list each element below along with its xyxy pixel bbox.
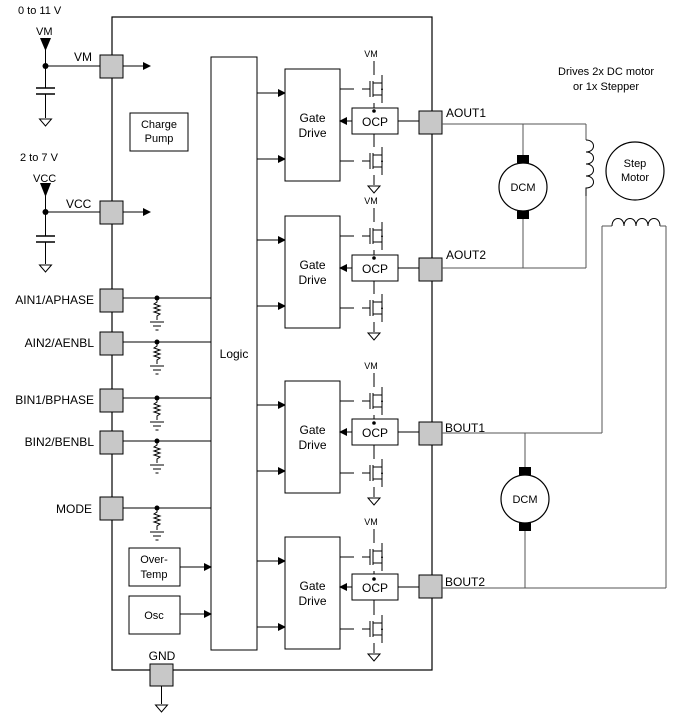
- ocp-block: [351, 573, 399, 601]
- pin-gnd: [149, 663, 174, 687]
- logic-block: [210, 56, 258, 651]
- pin-bout2: [418, 574, 443, 599]
- fet-vm-label: VM: [364, 517, 378, 527]
- pin-bout1-label: BOUT1: [445, 421, 485, 435]
- step-motor-label-2: Motor: [621, 172, 649, 184]
- gate-drive-label-1: Gate: [299, 423, 325, 437]
- stepper-coil-b-icon: [611, 218, 661, 227]
- pin-aout2-label: AOUT2: [446, 248, 486, 262]
- logic-label: Logic: [220, 347, 249, 361]
- gate-drive-block: [284, 68, 341, 182]
- pin-bin1-label: BIN1/BPHASE: [15, 393, 94, 407]
- pin-bout1: [418, 421, 443, 446]
- osc-label: Osc: [144, 610, 164, 622]
- ocp-label: OCP: [362, 115, 388, 129]
- ocp-label: OCP: [362, 426, 388, 440]
- osc-block: [128, 595, 181, 635]
- vcc-supply-arrow-icon: [40, 183, 51, 197]
- loads-caption-1: Drives 2x DC motor: [558, 66, 654, 78]
- vm-range-label: 0 to 11 V: [18, 5, 62, 17]
- gate-drive-label-2: Drive: [298, 594, 326, 608]
- gate-drive-block: [284, 215, 341, 329]
- vcc-ground-icon: [39, 264, 52, 273]
- pin-gnd-label: GND: [149, 649, 176, 663]
- pin-aout1-label: AOUT1: [446, 106, 486, 120]
- pin-ain2-label: AIN2/AENBL: [25, 336, 95, 350]
- over-temp-label-2: Temp: [141, 569, 168, 581]
- dcm-a-label: DCM: [510, 182, 535, 194]
- gate-drive-label-1: Gate: [299, 258, 325, 272]
- dc-motor-b-icon: [500, 467, 550, 531]
- ocp-label: OCP: [362, 581, 388, 595]
- vm-supply-arrow-icon: [40, 38, 51, 51]
- over-temp-label-1: Over-: [140, 554, 168, 566]
- vcc-range-label: 2 to 7 V: [20, 152, 59, 164]
- pin-bout2-label: BOUT2: [445, 575, 485, 589]
- dcm-b-label: DCM: [512, 494, 537, 506]
- vcc-symbol-label: VCC: [33, 173, 56, 185]
- gate-drive-label-2: Drive: [298, 438, 326, 452]
- gate-drive-block: [284, 536, 341, 650]
- charge-pump-label-1: Charge: [141, 119, 177, 131]
- pin-ain1: [99, 288, 124, 313]
- dc-motor-a-icon: [498, 155, 548, 219]
- charge-pump-label-2: Pump: [145, 133, 174, 145]
- pin-aout2: [418, 257, 443, 282]
- pin-mode: [99, 496, 124, 521]
- loads-caption-2: or 1x Stepper: [573, 81, 639, 93]
- pin-bin2: [99, 430, 124, 455]
- fet-vm-label: VM: [364, 196, 378, 206]
- ocp-label: OCP: [362, 262, 388, 276]
- gate-drive-block: [284, 380, 341, 494]
- pin-bin2-label: BIN2/BENBL: [25, 435, 95, 449]
- vm-ground-icon: [39, 118, 52, 127]
- step-motor-label-1: Step: [624, 158, 647, 170]
- pin-vcc: [99, 200, 124, 225]
- gate-drive-label-1: Gate: [299, 579, 325, 593]
- gate-drive-label-1: Gate: [299, 111, 325, 125]
- pin-vm: [99, 54, 124, 79]
- pin-vm-label: VM: [74, 50, 92, 64]
- fet-vm-label: VM: [364, 361, 378, 371]
- vm-symbol-label: VM: [36, 26, 53, 38]
- stepper-coil-a-icon: [585, 139, 594, 196]
- pin-bin1: [99, 388, 124, 413]
- pin-ain1-label: AIN1/APHASE: [15, 293, 94, 307]
- gnd-ground-icon: [155, 704, 168, 713]
- pin-ain2: [99, 331, 124, 356]
- step-motor-icon: [605, 141, 665, 201]
- pin-mode-label: MODE: [56, 502, 92, 516]
- charge-pump-block: [129, 112, 189, 152]
- gate-drive-label-2: Drive: [298, 273, 326, 287]
- gate-drive-label-2: Drive: [298, 126, 326, 140]
- pin-aout1: [418, 110, 443, 135]
- fet-vm-label: VM: [364, 49, 378, 59]
- pin-vcc-label: VCC: [66, 197, 92, 211]
